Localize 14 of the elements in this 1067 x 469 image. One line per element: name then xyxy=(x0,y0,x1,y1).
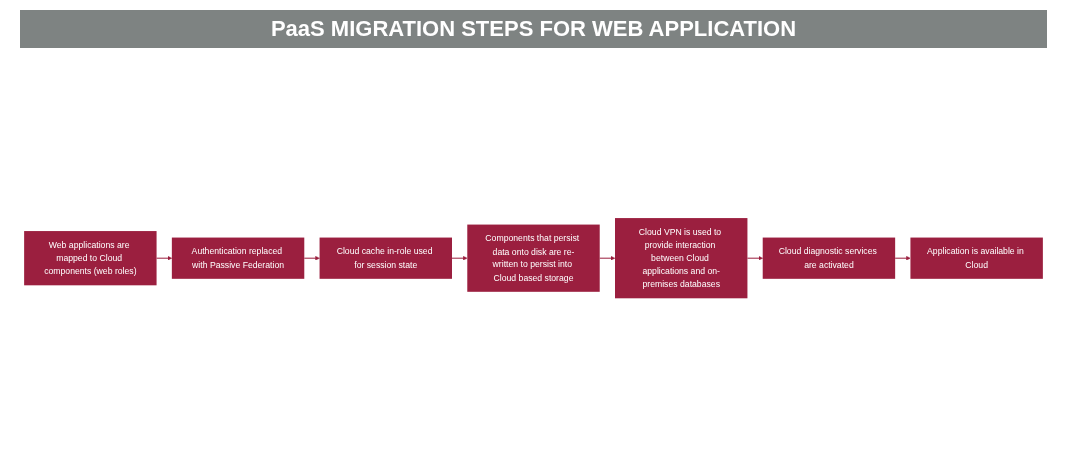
node-box: Cloud VPN is used to provide interaction between Cloud applications and on-premises databases xyxy=(615,218,748,299)
arrow xyxy=(451,256,468,261)
arrow xyxy=(156,256,173,261)
arrow xyxy=(894,256,911,261)
node-box: Cloud cache in-role used for session state xyxy=(319,237,452,280)
arrow xyxy=(746,256,763,261)
node-box: Web applications are mapped to Cloud components (web roles) xyxy=(24,231,157,286)
node-box: Components that persist data onto disk are re-written to persist into Cloud based storage xyxy=(467,224,600,293)
arrow xyxy=(303,256,320,261)
title-banner: PaaS MIGRATION STEPS FOR WEB APPLICATION xyxy=(20,10,1047,48)
node-box: Authentication replaced with Passive Federation xyxy=(171,237,305,280)
node-box: Cloud diagnostic services are activated xyxy=(762,237,896,280)
node-box: Application is available in Cloud xyxy=(910,237,1043,280)
arrow xyxy=(599,256,616,261)
